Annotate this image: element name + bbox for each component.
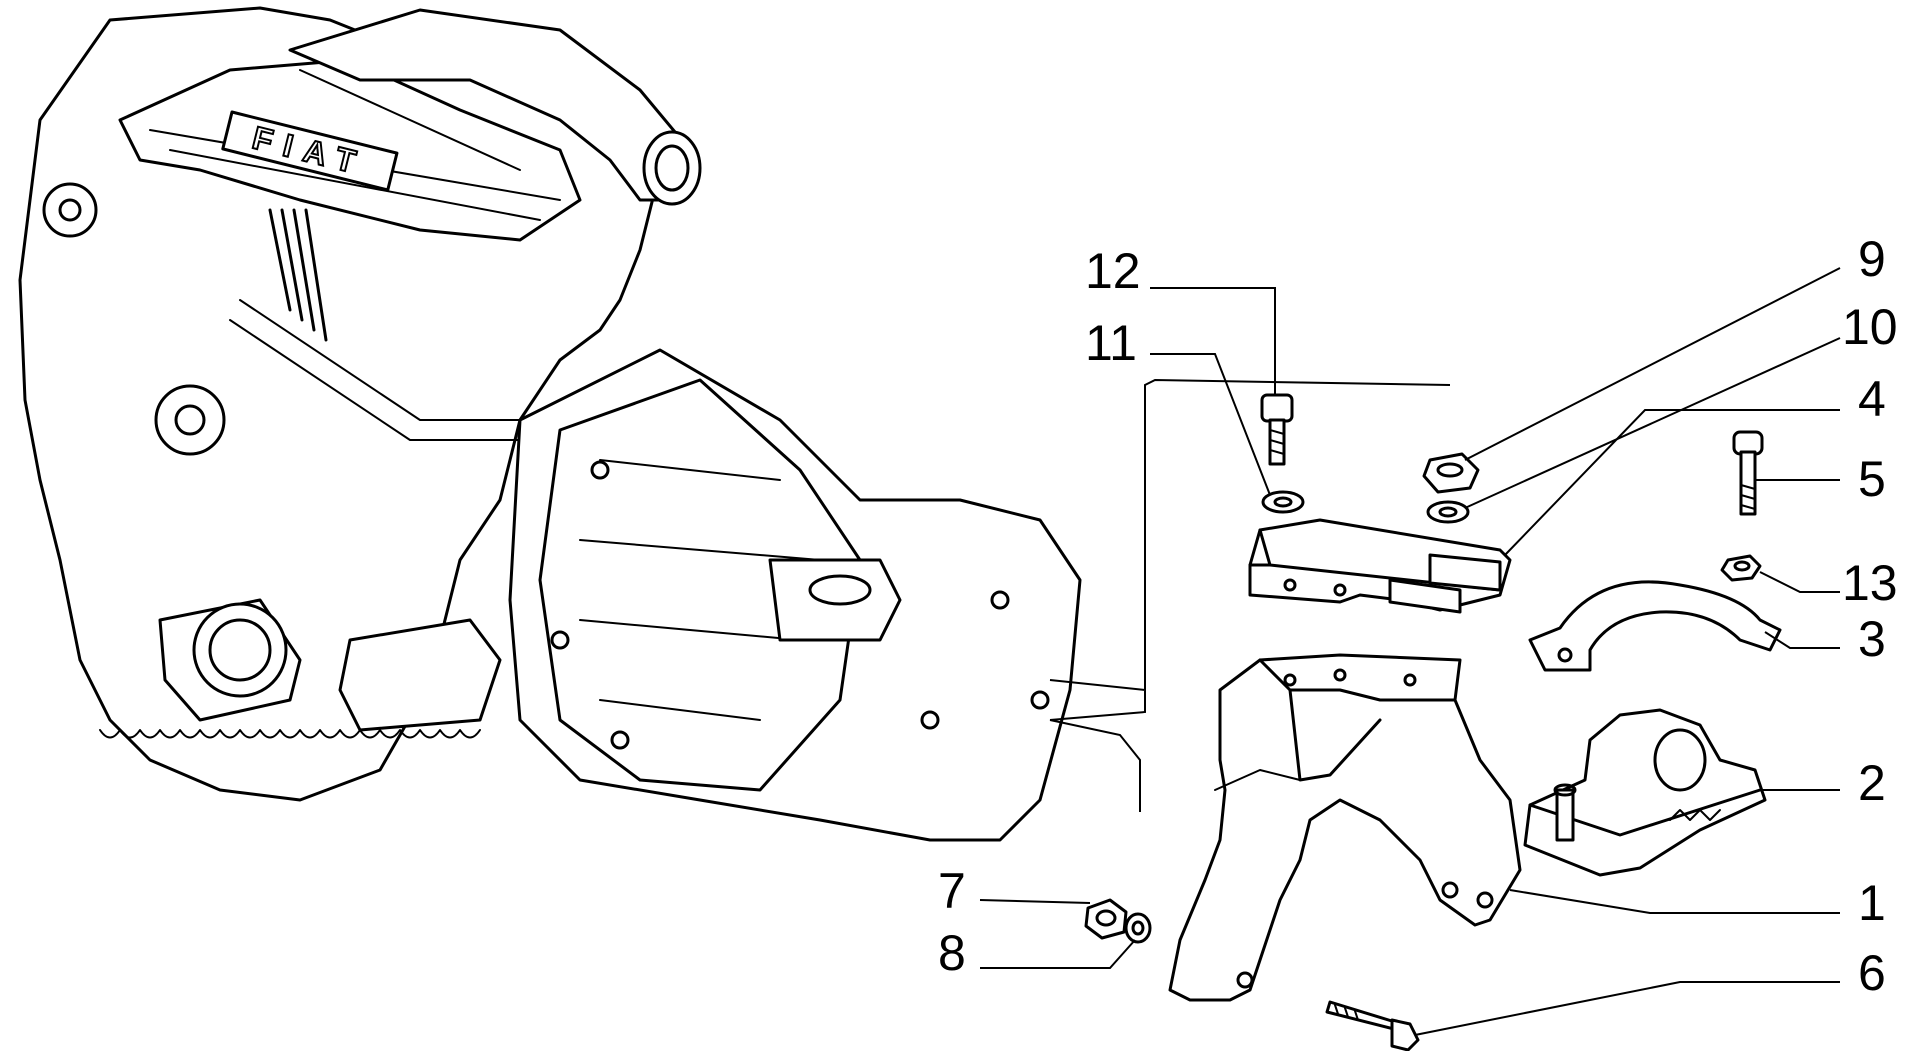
- engine-gearbox-assembly: FIAT: [18, 6, 1082, 842]
- part-4-bracket-plate: [1248, 518, 1512, 614]
- part-7-nut: [1084, 898, 1128, 940]
- leader-1: [1509, 889, 1840, 914]
- part-6-bolt: [1325, 1000, 1420, 1052]
- part-5-bolt: [1732, 430, 1764, 516]
- part-11-washer: [1261, 490, 1305, 514]
- callout-11: 11: [1085, 315, 1137, 371]
- leader-12: [1150, 287, 1276, 395]
- callout-6: 6: [1858, 945, 1886, 1001]
- leader-13: [1759, 571, 1840, 593]
- leader-4: [1504, 409, 1840, 556]
- explosion-lines: [1049, 378, 1451, 812]
- callout-7: 7: [938, 863, 966, 919]
- leader-7: [979, 899, 1091, 904]
- callout-10: 10: [1842, 299, 1898, 355]
- callout-3: 3: [1858, 611, 1886, 667]
- leader-11: [1150, 353, 1271, 496]
- callout-2: 2: [1858, 755, 1886, 811]
- part-8-washer: [1124, 912, 1152, 944]
- leader-9: [1464, 267, 1841, 461]
- part-1-bracket: [1168, 653, 1522, 1002]
- leader-10: [1464, 337, 1841, 509]
- starter-motor: [338, 618, 502, 732]
- callout-13: 13: [1842, 555, 1898, 611]
- callout-1: 1: [1858, 875, 1886, 931]
- callout-8: 8: [938, 925, 966, 981]
- part-10-washer: [1426, 500, 1470, 524]
- leader-6: [1414, 981, 1840, 1036]
- leader-8: [980, 939, 1136, 969]
- callout-numbers: 12 11 9 10 4 5 13 3 2 1 6 7 8: [938, 231, 1898, 1001]
- callout-5: 5: [1858, 451, 1886, 507]
- leader-3: [1764, 631, 1840, 649]
- part-9-nut: [1422, 452, 1480, 494]
- part-12-bolt: [1260, 393, 1294, 466]
- part-13-nut: [1720, 554, 1762, 582]
- callout-4: 4: [1858, 371, 1886, 427]
- part-2-mount: [1523, 708, 1767, 877]
- oil-filter: [158, 598, 302, 722]
- leader-lines: [979, 267, 1841, 1036]
- callout-9: 9: [1858, 231, 1886, 287]
- callout-12: 12: [1085, 243, 1141, 299]
- part-3-strap-clamp: [1528, 580, 1782, 672]
